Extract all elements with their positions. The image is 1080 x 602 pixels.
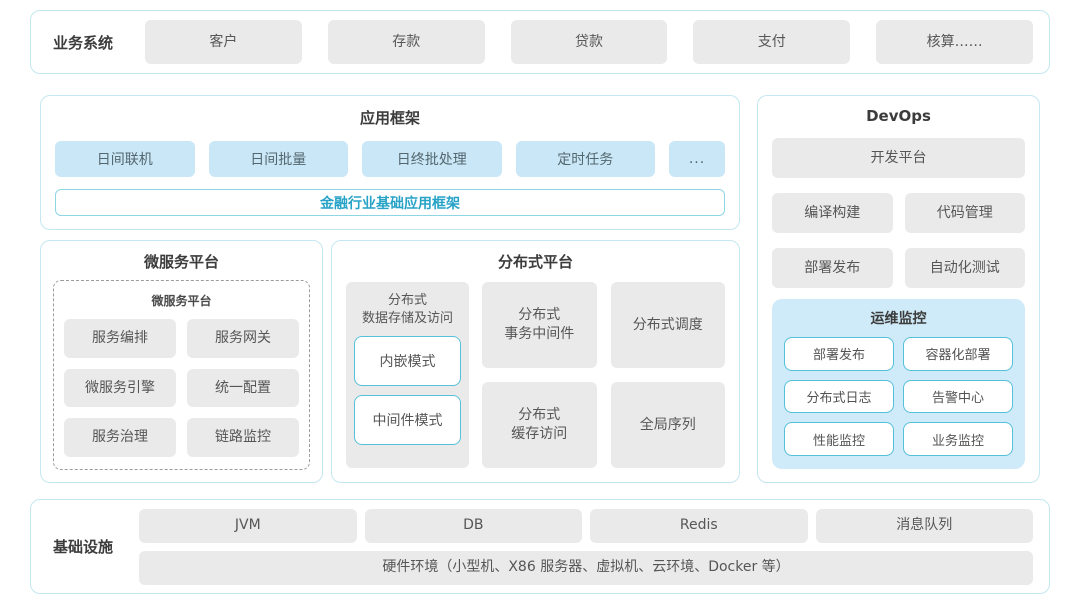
dist-scheduling: 分布式调度: [610, 282, 725, 368]
business-item-accounting: 核算……: [876, 20, 1033, 64]
micro-item-gateway: 服务网关: [187, 319, 299, 358]
micro-item-tracing: 链路监控: [187, 418, 299, 457]
devops-panel: DevOps 开发平台 编译构建 代码管理 部署发布 自动化测试 运维监控 部署…: [757, 95, 1040, 483]
hardware-environment-box: 硬件环境（小型机、X86 服务器、虚拟机、云环境、Docker 等）: [139, 550, 1033, 585]
dist-global-sequence: 全局序列: [610, 382, 725, 468]
monitor-business: 业务监控: [903, 422, 1013, 456]
business-systems-label: 业务系统: [53, 33, 114, 52]
distributed-grid: 分布式 事务中间件 分布式调度 分布式 缓存访问 全局序列: [482, 282, 725, 468]
distributed-body: 分布式 数据存储及访问 内嵌模式 中间件模式 分布式 事务中间件 分布式调度 分…: [346, 282, 725, 468]
ops-monitoring-group: 运维监控 部署发布 容器化部署 分布式日志 告警中心 性能监控 业务监控: [772, 299, 1025, 469]
dev-platform-box: 开发平台: [772, 138, 1025, 178]
business-item-deposit: 存款: [327, 20, 485, 64]
tool-code-mgmt: 代码管理: [904, 193, 1025, 233]
distributed-storage-group: 分布式 数据存储及访问 内嵌模式 中间件模式: [346, 282, 469, 468]
infra-redis: Redis: [590, 508, 808, 543]
app-framework-modules: 日间联机 日间批量 日终批处理 定时任务 ...: [55, 141, 725, 177]
infra-jvm: JVM: [139, 508, 357, 543]
module-more: ...: [669, 141, 725, 177]
microservice-grid: 服务编排 服务网关 微服务引擎 统一配置 服务治理 链路监控: [64, 319, 299, 457]
middleware-mode-box: 中间件模式: [354, 395, 461, 446]
tool-build: 编译构建: [772, 193, 893, 233]
monitor-deploy-release: 部署发布: [784, 337, 894, 371]
ops-monitoring-title: 运维监控: [870, 311, 927, 327]
tool-deploy-release: 部署发布: [772, 248, 893, 288]
distributed-title: 分布式平台: [497, 253, 573, 271]
infra-db: DB: [364, 508, 583, 543]
infra-message-queue: 消息队列: [815, 508, 1034, 543]
business-item-loan: 贷款: [510, 20, 668, 64]
middle-section: 应用框架 日间联机 日间批量 日终批处理 定时任务 ... 金融行业基础应用框架…: [40, 95, 1040, 483]
embedded-mode-box: 内嵌模式: [354, 336, 461, 387]
micro-item-orchestration: 服务编排: [64, 319, 176, 358]
infrastructure-items-row: JVM DB Redis 消息队列: [139, 508, 1034, 543]
dist-transaction-middleware: 分布式 事务中间件: [482, 282, 597, 368]
dist-cache-access: 分布式 缓存访问: [482, 382, 597, 468]
module-daytime-batch: 日间批量: [208, 141, 348, 177]
platforms-row: 微服务平台 微服务平台 服务编排 服务网关 微服务引擎 统一配置 服务治理 链路…: [40, 240, 740, 483]
app-framework-title: 应用框架: [359, 109, 420, 127]
infrastructure-content: JVM DB Redis 消息队列 硬件环境（小型机、X86 服务器、虚拟机、云…: [139, 508, 1034, 585]
infrastructure-panel: 基础设施 JVM DB Redis 消息队列 硬件环境（小型机、X86 服务器、…: [30, 499, 1050, 594]
business-item-customer: 客户: [145, 20, 302, 64]
micro-item-governance: 服务治理: [64, 418, 176, 457]
distributed-storage-label: 分布式 数据存储及访问: [361, 293, 453, 326]
monitor-performance: 性能监控: [784, 422, 894, 456]
business-item-payment: 支付: [693, 20, 851, 64]
monitor-distributed-log: 分布式日志: [784, 379, 894, 414]
devops-title: DevOps: [866, 107, 931, 125]
ops-monitoring-grid: 部署发布 容器化部署 分布式日志 告警中心 性能监控 业务监控: [784, 337, 1013, 456]
app-framework-panel: 应用框架 日间联机 日间批量 日终批处理 定时任务 ... 金融行业基础应用框架: [40, 95, 740, 230]
module-eod-batch: 日终批处理: [362, 141, 502, 177]
module-daytime-online: 日间联机: [55, 141, 195, 177]
devops-tools-grid: 编译构建 代码管理 部署发布 自动化测试: [772, 193, 1025, 288]
microservice-inner-title: 微服务平台: [151, 294, 212, 308]
distributed-panel: 分布式平台 分布式 数据存储及访问 内嵌模式 中间件模式 分布式 事务中间件 分…: [331, 240, 740, 483]
microservice-panel: 微服务平台 微服务平台 服务编排 服务网关 微服务引擎 统一配置 服务治理 链路…: [40, 240, 323, 483]
infrastructure-label: 基础设施: [53, 538, 114, 556]
micro-item-config: 统一配置: [187, 368, 299, 408]
finance-base-framework: 金融行业基础应用框架: [55, 189, 725, 216]
tool-auto-test: 自动化测试: [904, 248, 1025, 288]
micro-item-engine: 微服务引擎: [64, 368, 176, 408]
module-scheduled-task: 定时任务: [515, 141, 655, 177]
microservice-inner-group: 微服务平台 服务编排 服务网关 微服务引擎 统一配置 服务治理 链路监控: [53, 280, 310, 470]
left-column: 应用框架 日间联机 日间批量 日终批处理 定时任务 ... 金融行业基础应用框架…: [40, 95, 740, 483]
business-systems-panel: 业务系统 客户 存款 贷款 支付 核算……: [30, 10, 1050, 74]
microservice-title: 微服务平台: [143, 253, 219, 271]
monitor-container-deploy: 容器化部署: [903, 337, 1013, 371]
monitor-alert-center: 告警中心: [903, 379, 1013, 414]
